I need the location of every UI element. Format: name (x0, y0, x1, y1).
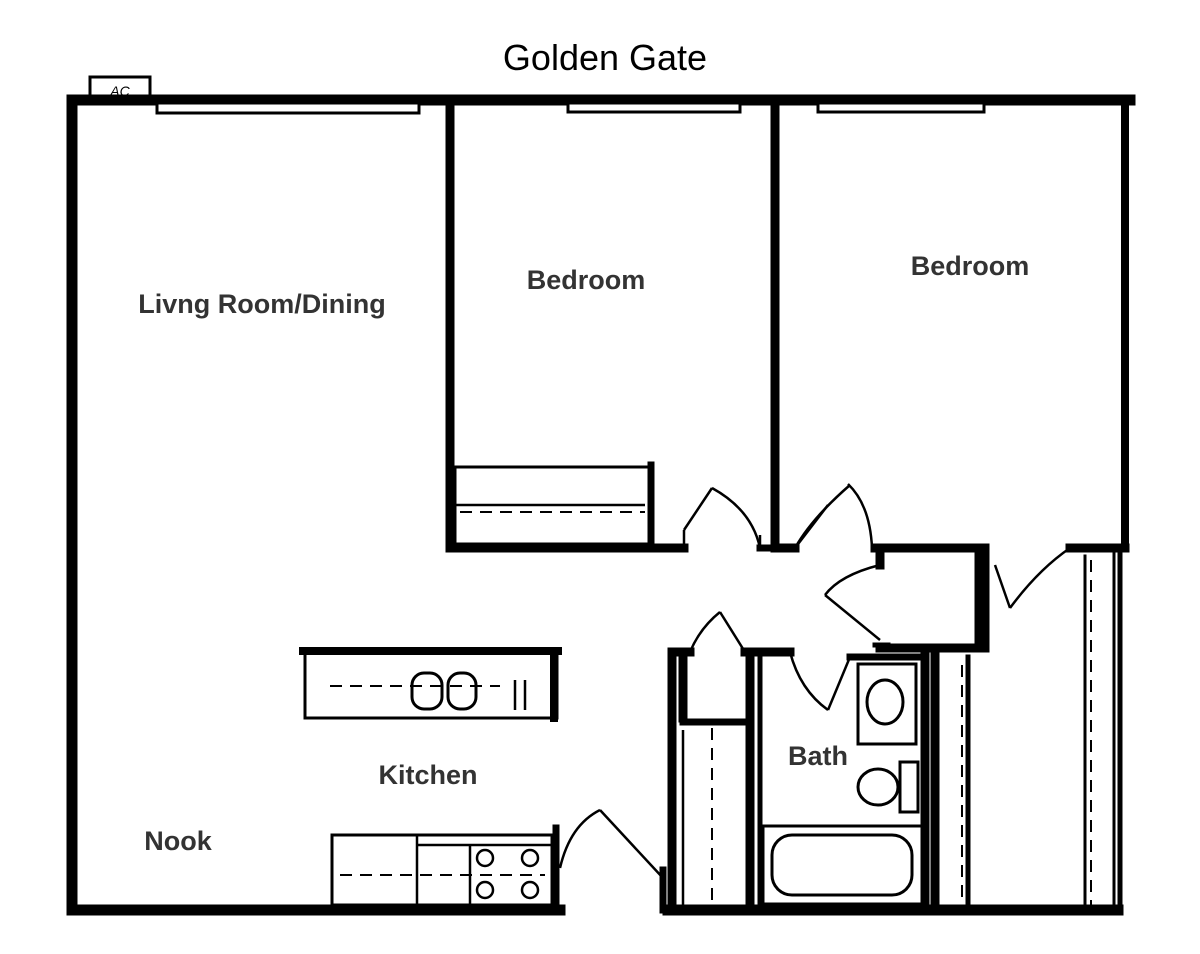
exterior-walls (66, 94, 1136, 916)
sink-basin-icon (410, 671, 444, 711)
room-label-bath: Bath (788, 741, 848, 771)
bathtub-icon (761, 824, 925, 906)
stove-burner-icon (520, 880, 540, 900)
stove-burner-icon (520, 848, 540, 868)
interior-walls (445, 99, 1130, 915)
room-label-bedroom-1: Bedroom (527, 265, 646, 295)
room-label-bedroom-2: Bedroom (911, 251, 1030, 281)
room-label-kitchen: Kitchen (378, 760, 477, 790)
toilet-icon (856, 767, 900, 807)
kitchen-counter (299, 647, 562, 722)
room-label-living: Livng Room/Dining (138, 289, 385, 319)
windows (155, 101, 986, 115)
room-label-nook: Nook (144, 826, 212, 856)
vanity-icon (856, 662, 918, 746)
closet-shelves (681, 560, 1092, 905)
bedroom-closet (453, 461, 655, 552)
bath-fixtures (761, 662, 925, 906)
stove-burner-icon (475, 848, 495, 868)
stove-burner-icon (475, 880, 495, 900)
toilet-tank-icon (898, 760, 920, 814)
doors (552, 483, 1071, 914)
kitchen-range (330, 833, 554, 907)
plan-title: Golden Gate (503, 37, 707, 78)
sink-basin-icon (446, 671, 478, 711)
sink-icon (865, 678, 905, 726)
